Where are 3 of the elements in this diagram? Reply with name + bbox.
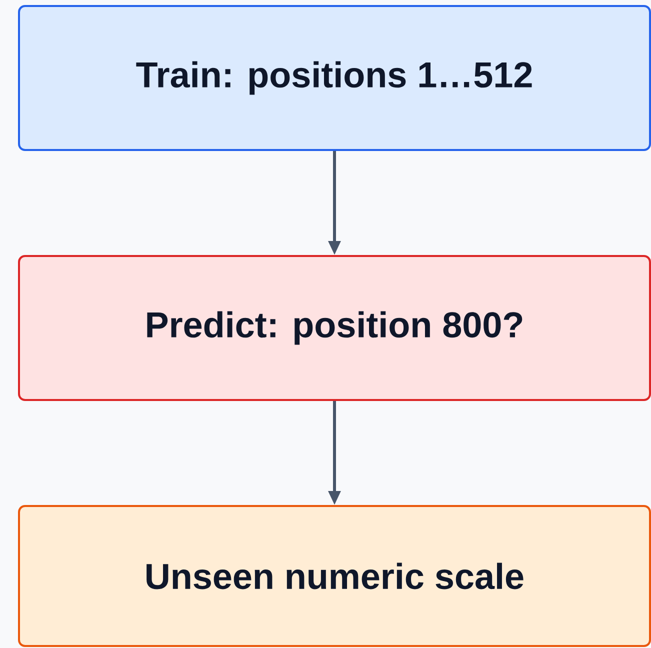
process-box: Train: positions 1…512 xyxy=(18,5,651,151)
process-box: Predict: position 800? xyxy=(18,255,651,401)
process-box: Unseen numeric scale xyxy=(18,505,651,647)
